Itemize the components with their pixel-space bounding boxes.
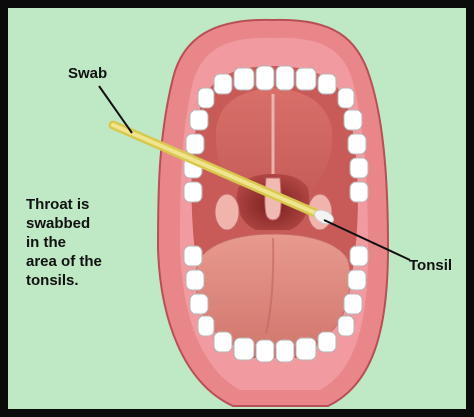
swab-label: Swab (68, 64, 107, 83)
note-line-5: tonsils. (26, 271, 161, 290)
throat-swab-note: Throat is swabbed in the area of the ton… (26, 195, 161, 290)
note-line-2: swabbed (26, 214, 161, 233)
tonsil-label: Tonsil (409, 256, 452, 275)
left-tonsil (215, 194, 239, 230)
illustration-panel: Swab Tonsil Throat is swabbed in the are… (8, 8, 466, 409)
note-line-3: in the (26, 233, 161, 252)
note-line-4: area of the (26, 252, 161, 271)
note-line-1: Throat is (26, 195, 161, 214)
